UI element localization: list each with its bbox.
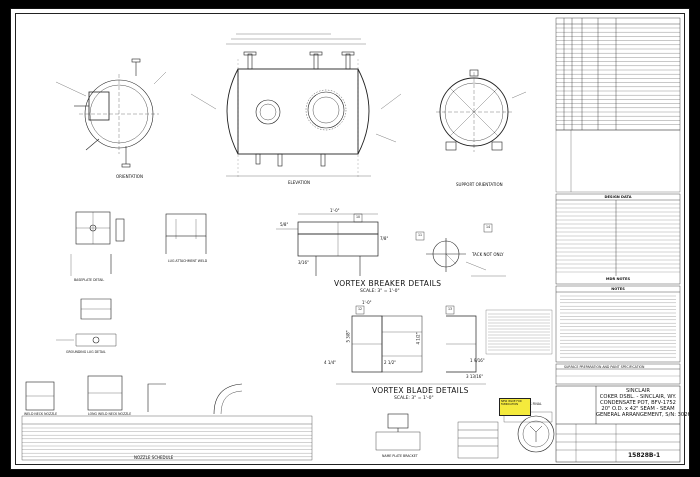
dim-3-13-16: 3 13/16"	[466, 374, 484, 379]
bom-row-rules	[556, 27, 680, 125]
revision-notes-block	[485, 309, 553, 355]
drawing-linework	[21, 17, 681, 463]
nozzle-schedule-table	[21, 415, 313, 461]
mdr-notes-header: MDR NOTES	[605, 277, 631, 281]
drawing-sheet: ORIENTATION ELEVATION SUPPORT ORIENTATIO…	[10, 8, 690, 470]
long-weld-neck-label: LONG WELD NECK NOZZLE	[88, 412, 132, 416]
vortex-blade-title: VORTEX BLADE DETAILS	[372, 386, 469, 395]
grounding-lug-label: GROUNDING LUG DETAIL	[66, 350, 106, 354]
name-plate-label: NAME PLATE BRACKET	[382, 454, 418, 458]
note-row-rules	[560, 295, 676, 358]
vortex-breaker-title: VORTEX BREAKER DETAILS	[334, 279, 442, 288]
surface-prep-header: SURFACE PREPARATION AND PAINT SPECIFICAT…	[564, 365, 645, 369]
shop-data-box	[457, 421, 499, 459]
dim-4-1-2: 4 1/2"	[415, 332, 421, 345]
vortex-blade-drawing	[336, 305, 486, 385]
title-line-1: COKER DSBL. - SINCLAIR, WY.	[599, 394, 677, 400]
dim-7-8: 7/8"	[380, 236, 389, 241]
vortex-breaker-scale: SCALE: 3" = 1'-0"	[360, 289, 400, 294]
lug-attachment-label: LUG ATTACHMENT WELD	[168, 259, 208, 263]
dim-5-8: 5/8"	[280, 222, 289, 227]
drawing-number: 15828B-1	[628, 452, 661, 459]
design-data-table	[555, 193, 681, 285]
title-line-4: GENERAL ARRANGEMENT, S/N: 3026	[596, 412, 690, 418]
notes-box	[555, 285, 681, 363]
tack-note: TACK NOT ONLY	[472, 252, 504, 257]
title-line-2: CONDENSATE POT, BFV-1752	[600, 400, 676, 406]
dim-2-1-2: 2 1/2"	[384, 360, 397, 365]
vortex-breaker-drawing	[276, 213, 379, 276]
vortex-blade-scale: SCALE: 3" = 1'-0"	[394, 396, 434, 401]
orientation-view	[55, 58, 167, 168]
callout-13: 13	[448, 307, 453, 311]
engineer-seal	[517, 415, 555, 453]
baseplate-label: BASEPLATE DETAIL	[74, 278, 105, 282]
dim-3-16: 3/16"	[298, 260, 309, 265]
company-name: SINCLAIR	[625, 388, 651, 394]
grounding-lug-detail	[56, 298, 117, 347]
nozzle-schedule-row-rules	[22, 427, 312, 457]
support-orientation-view	[436, 69, 527, 152]
title-block-text: SINCLAIR COKER DSBL. - SINCLAIR, WY. CON…	[596, 388, 690, 418]
sticky-note: NEW ISSUE FOR FABRICATION	[499, 398, 531, 416]
vortex-breaker-plan	[415, 223, 506, 277]
support-orientation-label: SUPPORT ORIENTATION	[456, 182, 503, 187]
name-plate-bracket	[375, 413, 421, 451]
elevation-view	[190, 33, 402, 179]
dim-4-1-4: 4 1/4"	[324, 360, 337, 365]
nozzle-details	[25, 375, 243, 415]
weld-neck-label: WELD NECK NOZZLE	[24, 412, 58, 416]
revision-row-rules	[488, 313, 550, 351]
dim-5-3-8: 5 3/8"	[345, 330, 351, 343]
bom-table	[555, 17, 681, 131]
design-data-row-rules	[556, 203, 680, 273]
callout-14: 14	[486, 225, 491, 229]
dim-1-9-16: 1 9/16"	[470, 358, 485, 363]
nozzle-schedule-label: NOZZLE SCHEDULE	[134, 455, 174, 460]
surface-prep-box	[555, 363, 681, 385]
dim-1-0-top: 1'-0"	[330, 208, 340, 213]
design-data-header: DESIGN DATA	[604, 195, 632, 199]
callout-10: 10	[356, 215, 361, 219]
revision-grid	[555, 129, 681, 193]
title-block-frame	[555, 385, 681, 463]
callout-11: 11	[418, 233, 423, 237]
callout-12: 12	[358, 307, 363, 311]
elevation-label: ELEVATION	[288, 180, 310, 185]
orientation-label: ORIENTATION	[116, 174, 143, 179]
dim-1-0-blade: 1'-0"	[362, 300, 372, 305]
notes-header: NOTES	[611, 287, 625, 291]
drawing-border: ORIENTATION ELEVATION SUPPORT ORIENTATIO…	[15, 13, 690, 465]
title-line-3: 20" O.D. x 42" SEAM - SEAM	[601, 406, 675, 412]
lug-detail-left	[70, 211, 125, 276]
lug-attachment-detail	[165, 213, 207, 254]
